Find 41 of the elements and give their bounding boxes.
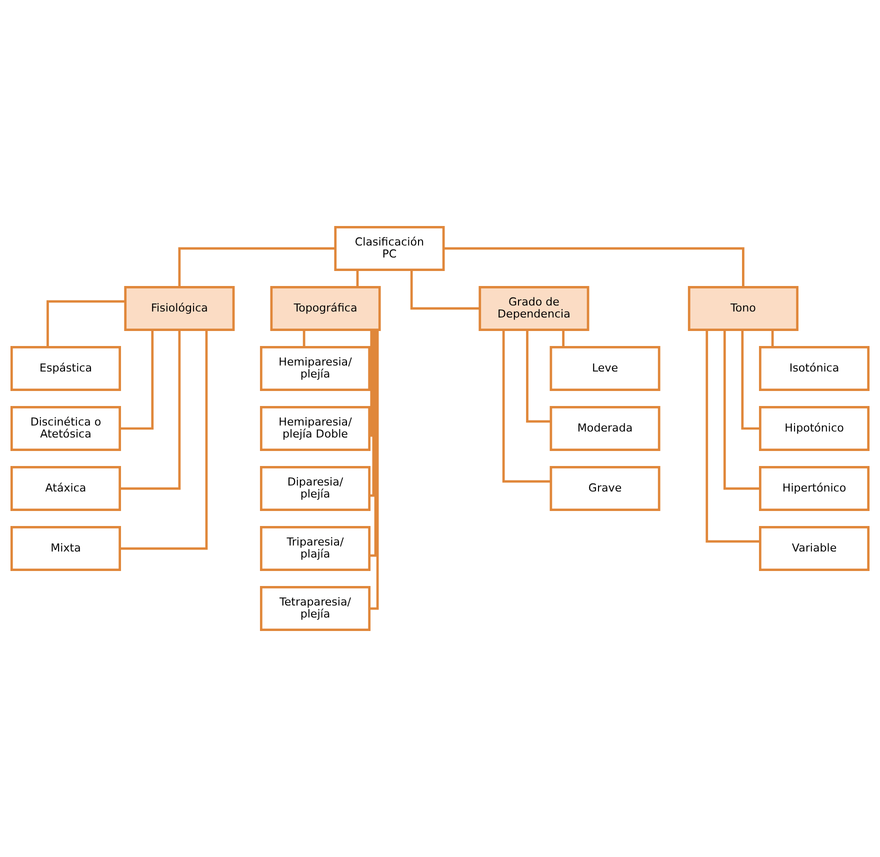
node-box: Tetraparesia/ plejía xyxy=(260,586,371,632)
connector xyxy=(444,247,744,288)
connector xyxy=(502,330,551,483)
node-box: Discinética o Atetósica xyxy=(10,406,121,451)
connector xyxy=(369,330,379,610)
connector xyxy=(370,330,373,437)
node-box: Espástica xyxy=(10,346,121,391)
connector xyxy=(706,330,760,543)
connector xyxy=(46,300,126,347)
node-box: Leve xyxy=(550,346,660,391)
connector xyxy=(771,330,774,348)
connector xyxy=(370,330,375,497)
connector xyxy=(178,247,336,288)
node-box: Isotónica xyxy=(759,346,870,391)
node-box: Triparesia/ plajía xyxy=(260,526,371,572)
node-box: Hipertónico xyxy=(759,466,870,511)
node-box: Hipotónico xyxy=(759,406,870,451)
node-box: Variable xyxy=(759,526,870,572)
node-box: Hemiparesia/ plejía xyxy=(260,346,371,391)
connector xyxy=(370,330,377,557)
node-box: Tono xyxy=(688,286,798,331)
node-box: Hemiparesia/ plejía Doble xyxy=(260,406,371,451)
connector xyxy=(723,330,760,490)
connector xyxy=(526,330,551,423)
node-box: Atáxica xyxy=(10,466,121,511)
node-box: Mixta xyxy=(10,526,121,572)
node-box: Clasificación PC xyxy=(334,226,445,271)
connector xyxy=(741,330,760,430)
connector xyxy=(120,330,181,490)
node-box: Diparesia/ plejía xyxy=(260,466,371,511)
connector xyxy=(120,330,208,550)
node-box: Grado de Dependencia xyxy=(478,286,590,331)
connector xyxy=(356,270,359,288)
node-box: Fisiológica xyxy=(124,286,235,331)
connector xyxy=(562,330,564,348)
node-box: Moderada xyxy=(550,406,660,451)
connector xyxy=(410,270,480,310)
connector xyxy=(120,330,154,430)
node-box: Topográfica xyxy=(270,286,381,331)
connector xyxy=(302,330,306,348)
node-box: Grave xyxy=(550,466,660,511)
